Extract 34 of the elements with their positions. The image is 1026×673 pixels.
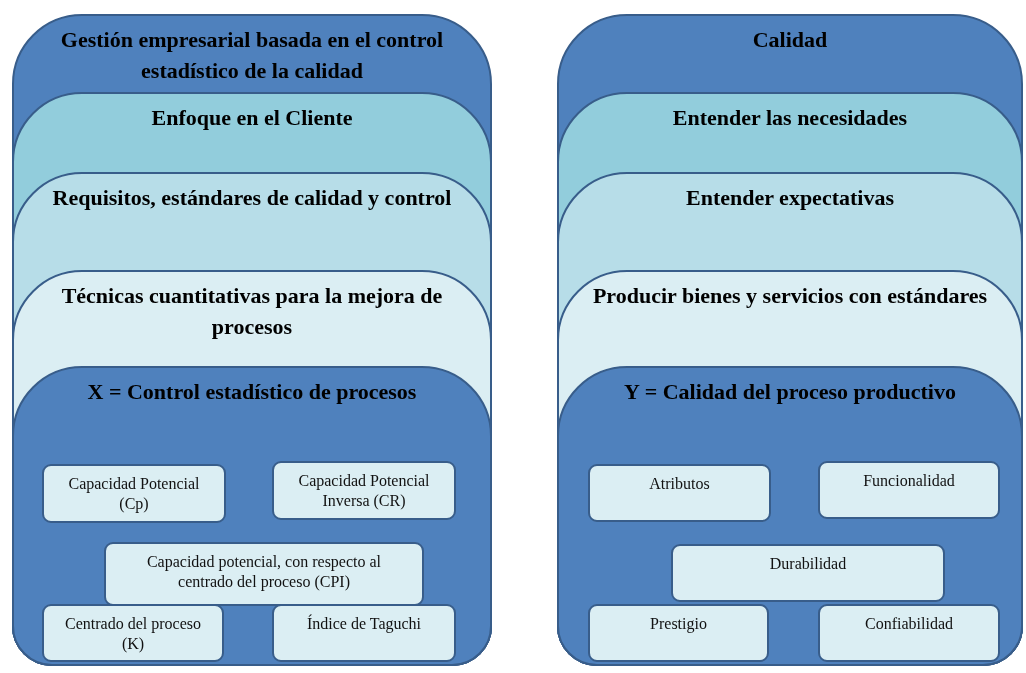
layer-panel (12, 366, 492, 666)
layer-panel (557, 270, 1023, 666)
item-card (671, 544, 945, 602)
layer-heading: Entender las necesidades (671, 104, 909, 132)
item-card (588, 464, 771, 522)
item-card (588, 604, 769, 662)
layer-heading: Calidad (751, 26, 829, 54)
item-card (272, 604, 456, 662)
layer-heading: Gestión empresarial basada en el control estadístico de la calidad (59, 26, 445, 85)
item-label: Prestigio (649, 614, 708, 634)
item-card (818, 461, 1000, 519)
layer-heading: Producir bienes y servicios con estándares (591, 282, 989, 310)
item-label: Centrado del proceso (K) (64, 614, 202, 654)
layer-heading: Entender expectativas (685, 184, 895, 212)
layer-panel (12, 270, 492, 666)
item-card (42, 464, 226, 523)
layer-panel (557, 366, 1023, 666)
layer-heading: Enfoque en el Cliente (150, 104, 354, 132)
item-label: Funcionalidad (862, 471, 956, 491)
layer-heading: X = Control estadístico de procesos (86, 378, 418, 406)
item-label: Durabilidad (768, 554, 848, 574)
layer-heading: Técnicas cuantitativas para la mejora de procesos (60, 282, 444, 341)
item-label: Capacidad Potencial Inversa (CR) (297, 471, 431, 511)
item-card (104, 542, 424, 606)
item-label: Capacidad potencial, con respecto al centrado del proceso (CPI) (145, 552, 383, 592)
layer-heading: Y = Calidad del proceso productivo (623, 378, 957, 406)
item-label: Confiabilidad (864, 614, 954, 634)
item-label: Capacidad Potencial (Cp) (67, 474, 201, 514)
item-label: Atributos (648, 474, 711, 494)
item-label: Índice de Taguchi (305, 614, 423, 634)
item-card (272, 461, 456, 520)
item-card (42, 604, 224, 662)
item-card (818, 604, 1000, 662)
layer-heading: Requisitos, estándares de calidad y control (51, 184, 453, 212)
